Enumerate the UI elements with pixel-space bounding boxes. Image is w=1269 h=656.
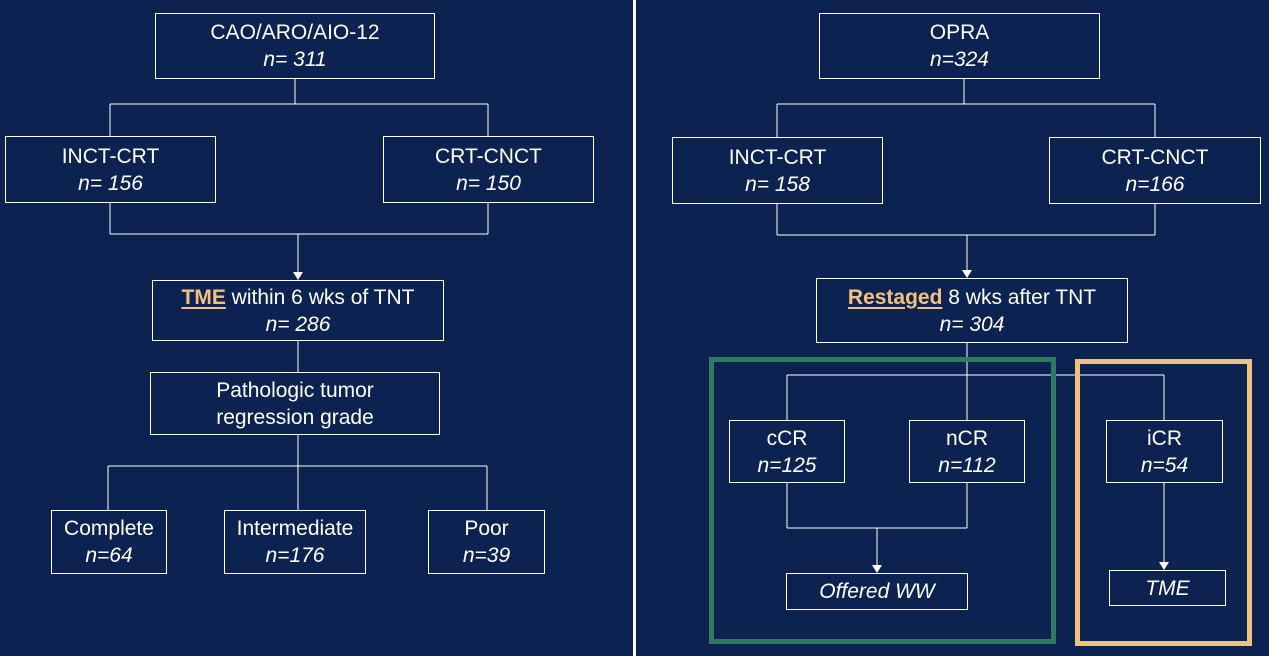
tme-result-label: TME (1145, 576, 1190, 600)
restaged-box: Restaged 8 wks after TNT n= 304 (816, 278, 1128, 343)
arm-title: CRT-CNCT (1101, 145, 1209, 169)
trial-box-cao-aro-aio: CAO/ARO/AIO-12 n= 311 (155, 13, 435, 79)
watch-and-wait-frame (709, 357, 1056, 644)
restaged-count: n= 304 (939, 312, 1005, 336)
outcome-count: n=64 (85, 544, 133, 567)
trial-title: OPRA (929, 21, 990, 44)
arm-box-crt-cnct-right: CRT-CNCT n=166 (1049, 137, 1261, 204)
response-count: n=125 (757, 453, 817, 477)
response-title: cCR (766, 426, 808, 450)
outcome-title: Poor (464, 517, 509, 540)
response-box-ncr: nCR n=112 (909, 420, 1025, 483)
outcome-count: n=176 (265, 544, 325, 567)
outcome-box-complete: Complete n=64 (51, 510, 167, 574)
arm-count: n= 158 (745, 172, 810, 196)
tme-highlight: TME (181, 285, 226, 309)
offered-ww-box: Offered WW (786, 573, 968, 610)
response-count: n=112 (938, 453, 996, 477)
response-box-icr: iCR n=54 (1106, 420, 1223, 483)
arm-title: INCT-CRT (61, 144, 160, 168)
arm-box-crt-cnct-left: CRT-CNCT n= 150 (383, 136, 594, 203)
restaged-rest: 8 wks after TNT (942, 285, 1097, 309)
arm-count: n=166 (1125, 172, 1185, 196)
grade-line-2: regression grade (216, 405, 374, 429)
restaged-title: Restaged 8 wks after TNT (848, 284, 1096, 311)
tme-result-box: TME (1109, 570, 1226, 606)
offered-ww-label: Offered WW (819, 580, 935, 603)
tme-title: TME within 6 wks of TNT (182, 284, 415, 311)
outcome-box-poor: Poor n=39 (428, 510, 545, 574)
grade-line-1: Pathologic tumor (216, 378, 374, 402)
arm-count: n= 156 (78, 171, 143, 195)
arm-box-inct-crt-right: INCT-CRT n= 158 (672, 137, 883, 204)
panel-divider (633, 0, 636, 656)
regression-grade-box: Pathologic tumor regression grade (150, 372, 440, 435)
tme-box: TME within 6 wks of TNT n= 286 (152, 280, 444, 341)
arm-count: n= 150 (456, 171, 521, 195)
trial-title: CAO/ARO/AIO-12 (210, 21, 380, 44)
tme-frame (1075, 359, 1252, 646)
outcome-title: Complete (64, 517, 154, 540)
response-title: nCR (945, 426, 988, 450)
arm-box-inct-crt-left: INCT-CRT n= 156 (5, 136, 216, 203)
response-count: n=54 (1140, 453, 1189, 477)
arm-title: INCT-CRT (728, 145, 827, 169)
response-box-ccr: cCR n=125 (729, 420, 845, 483)
arm-title: CRT-CNCT (435, 144, 542, 168)
tme-rest: within 6 wks of TNT (225, 285, 415, 309)
tme-count: n= 286 (265, 312, 331, 336)
restaged-highlight: Restaged (847, 285, 943, 309)
outcome-count: n=39 (462, 544, 511, 567)
response-title: iCR (1147, 426, 1182, 450)
trial-count: n= 311 (263, 48, 327, 71)
outcome-title: Intermediate (236, 517, 354, 540)
trial-box-opra: OPRA n=324 (819, 13, 1100, 79)
trial-count: n=324 (930, 48, 989, 71)
outcome-box-intermediate: Intermediate n=176 (224, 510, 366, 574)
